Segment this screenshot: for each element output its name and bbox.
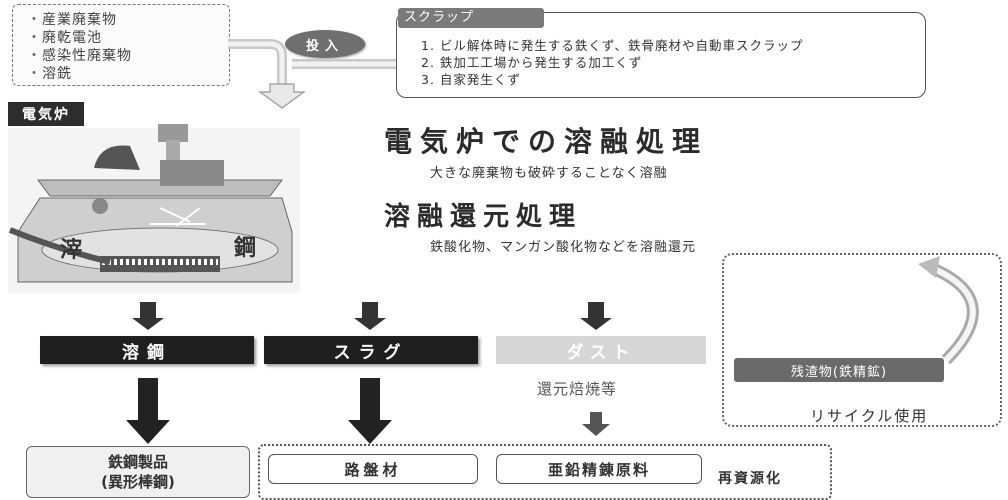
recycle-label: リサイクル使用 bbox=[810, 407, 929, 425]
reduction-label: 還元焙焼等 bbox=[537, 380, 618, 398]
process-title: 電気炉での溶融処理 bbox=[384, 125, 709, 158]
input-badge: 投入 bbox=[285, 30, 365, 58]
arrow-shaft bbox=[360, 378, 380, 420]
process-title-2: 溶融還元処理 bbox=[384, 202, 583, 232]
input-materials-box: 産業廃棄物 廃乾電池 感染性廃棄物 溶銑 bbox=[12, 4, 230, 86]
dust-box: ダスト bbox=[496, 336, 706, 364]
arrow-down-icon bbox=[580, 302, 612, 330]
electric-furnace-illustration bbox=[8, 124, 300, 293]
arrow-shaft bbox=[138, 378, 158, 420]
arrow-down-icon bbox=[582, 412, 610, 436]
zinc-box: 亜鉛精錬原料 bbox=[496, 454, 702, 484]
furnace-label: 電気炉 bbox=[8, 102, 84, 126]
scrap-item: 1. ビル解体時に発生する鉄くず、鉄骨廃材や自動車スクラップ bbox=[421, 38, 804, 53]
scrap-item: 3. 自家発生くず bbox=[421, 72, 521, 87]
feed-arrow-icon bbox=[258, 83, 306, 109]
arrow-down-icon bbox=[348, 420, 392, 444]
arrow-down-icon bbox=[354, 302, 386, 330]
process-subtitle-2: 鉄酸化物、マンガン酸化物などを溶融還元 bbox=[430, 240, 697, 255]
scrap-title: スクラップ bbox=[398, 8, 544, 28]
arrow-down-icon bbox=[132, 302, 164, 330]
arrow-down-icon bbox=[126, 420, 170, 444]
reuse-label: 再資源化 bbox=[718, 471, 782, 487]
ore-box: 残渣物(鉄精鉱) bbox=[734, 358, 944, 382]
slag-mark: 滓 bbox=[60, 238, 83, 263]
steel-mark: 鋼 bbox=[234, 236, 257, 261]
steel-product-line1: 鉄鋼製品 bbox=[107, 453, 168, 471]
scrap-item: 2. 鉄加工工場から発生する加工くず bbox=[421, 55, 643, 70]
process-subtitle: 大きな廃棄物も破砕することなく溶融 bbox=[430, 166, 668, 181]
recycle-box bbox=[722, 253, 1002, 427]
molten-steel-box: 溶鋼 bbox=[40, 336, 254, 364]
input-material-item: 感染性廃棄物 bbox=[27, 47, 229, 65]
slag-box: スラグ bbox=[264, 336, 478, 364]
steel-product-box: 鉄鋼製品 (異形棒鋼) bbox=[26, 446, 250, 498]
input-material-item: 廃乾電池 bbox=[27, 29, 229, 47]
roadbed-box: 路盤材 bbox=[268, 454, 478, 484]
input-material-item: 溶銑 bbox=[27, 65, 229, 83]
scrap-box: 1. ビル解体時に発生する鉄くず、鉄骨廃材や自動車スクラップ 2. 鉄加工工場か… bbox=[396, 12, 926, 98]
input-material-item: 産業廃棄物 bbox=[27, 11, 229, 29]
steel-product-line2: (異形棒鋼) bbox=[101, 473, 175, 491]
